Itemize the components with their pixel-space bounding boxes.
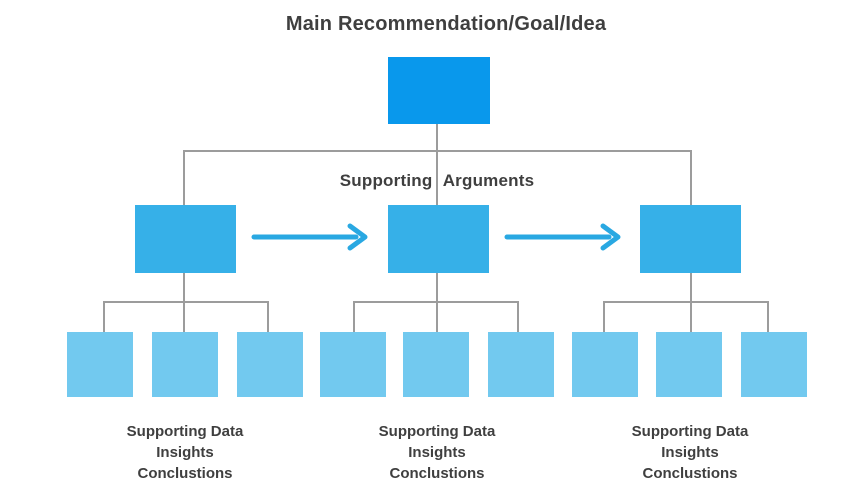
connector-main-horizontal bbox=[183, 150, 692, 152]
group3-label-line2: Insights bbox=[661, 444, 719, 461]
supporting-data-box-5 bbox=[403, 332, 469, 397]
group1-label: Supporting Data Insights Conclustions bbox=[127, 421, 244, 484]
group1-label-line1: Supporting Data bbox=[126, 423, 244, 440]
group2-label: Supporting Data Insights Conclustions bbox=[379, 421, 496, 484]
supporting-data-box-9 bbox=[741, 332, 807, 397]
connector-group1-horizontal bbox=[103, 301, 269, 303]
supporting-argument-box-1 bbox=[135, 205, 236, 273]
group1-label-line3: Conclustions bbox=[137, 465, 233, 482]
flow-arrow-right-1 bbox=[251, 223, 368, 251]
group3-label-line1: Supporting Data bbox=[631, 423, 749, 440]
connector-group2-horizontal bbox=[353, 301, 519, 303]
connector-group3-drop-left bbox=[603, 301, 605, 333]
diagram-title: Main Recommendation/Goal/Idea bbox=[285, 13, 607, 35]
group1-label-line2: Insights bbox=[156, 444, 214, 461]
supporting-arguments-label: Supporting Arguments bbox=[339, 171, 535, 190]
group3-label-line3: Conclustions bbox=[642, 465, 738, 482]
supporting-data-box-2 bbox=[152, 332, 218, 397]
connector-group1-drop-right bbox=[267, 301, 269, 333]
main-idea-box bbox=[388, 57, 490, 124]
supporting-argument-box-2 bbox=[388, 205, 489, 273]
flow-arrow-right-2 bbox=[504, 223, 621, 251]
group2-label-line2: Insights bbox=[408, 444, 466, 461]
connector-group2-drop-left bbox=[353, 301, 355, 333]
supporting-data-box-1 bbox=[67, 332, 133, 397]
connector-group2-drop-right bbox=[517, 301, 519, 333]
supporting-data-box-3 bbox=[237, 332, 303, 397]
supporting-data-box-4 bbox=[320, 332, 386, 397]
connector-group1-drop-left bbox=[103, 301, 105, 333]
supporting-data-box-6 bbox=[488, 332, 554, 397]
group3-label: Supporting Data Insights Conclustions bbox=[632, 421, 749, 484]
group2-label-line1: Supporting Data bbox=[378, 423, 496, 440]
supporting-data-box-8 bbox=[656, 332, 722, 397]
connector-group3-horizontal bbox=[603, 301, 769, 303]
supporting-data-box-7 bbox=[572, 332, 638, 397]
group2-label-line3: Conclustions bbox=[389, 465, 485, 482]
supporting-argument-box-3 bbox=[640, 205, 741, 273]
connector-group3-drop-right bbox=[767, 301, 769, 333]
